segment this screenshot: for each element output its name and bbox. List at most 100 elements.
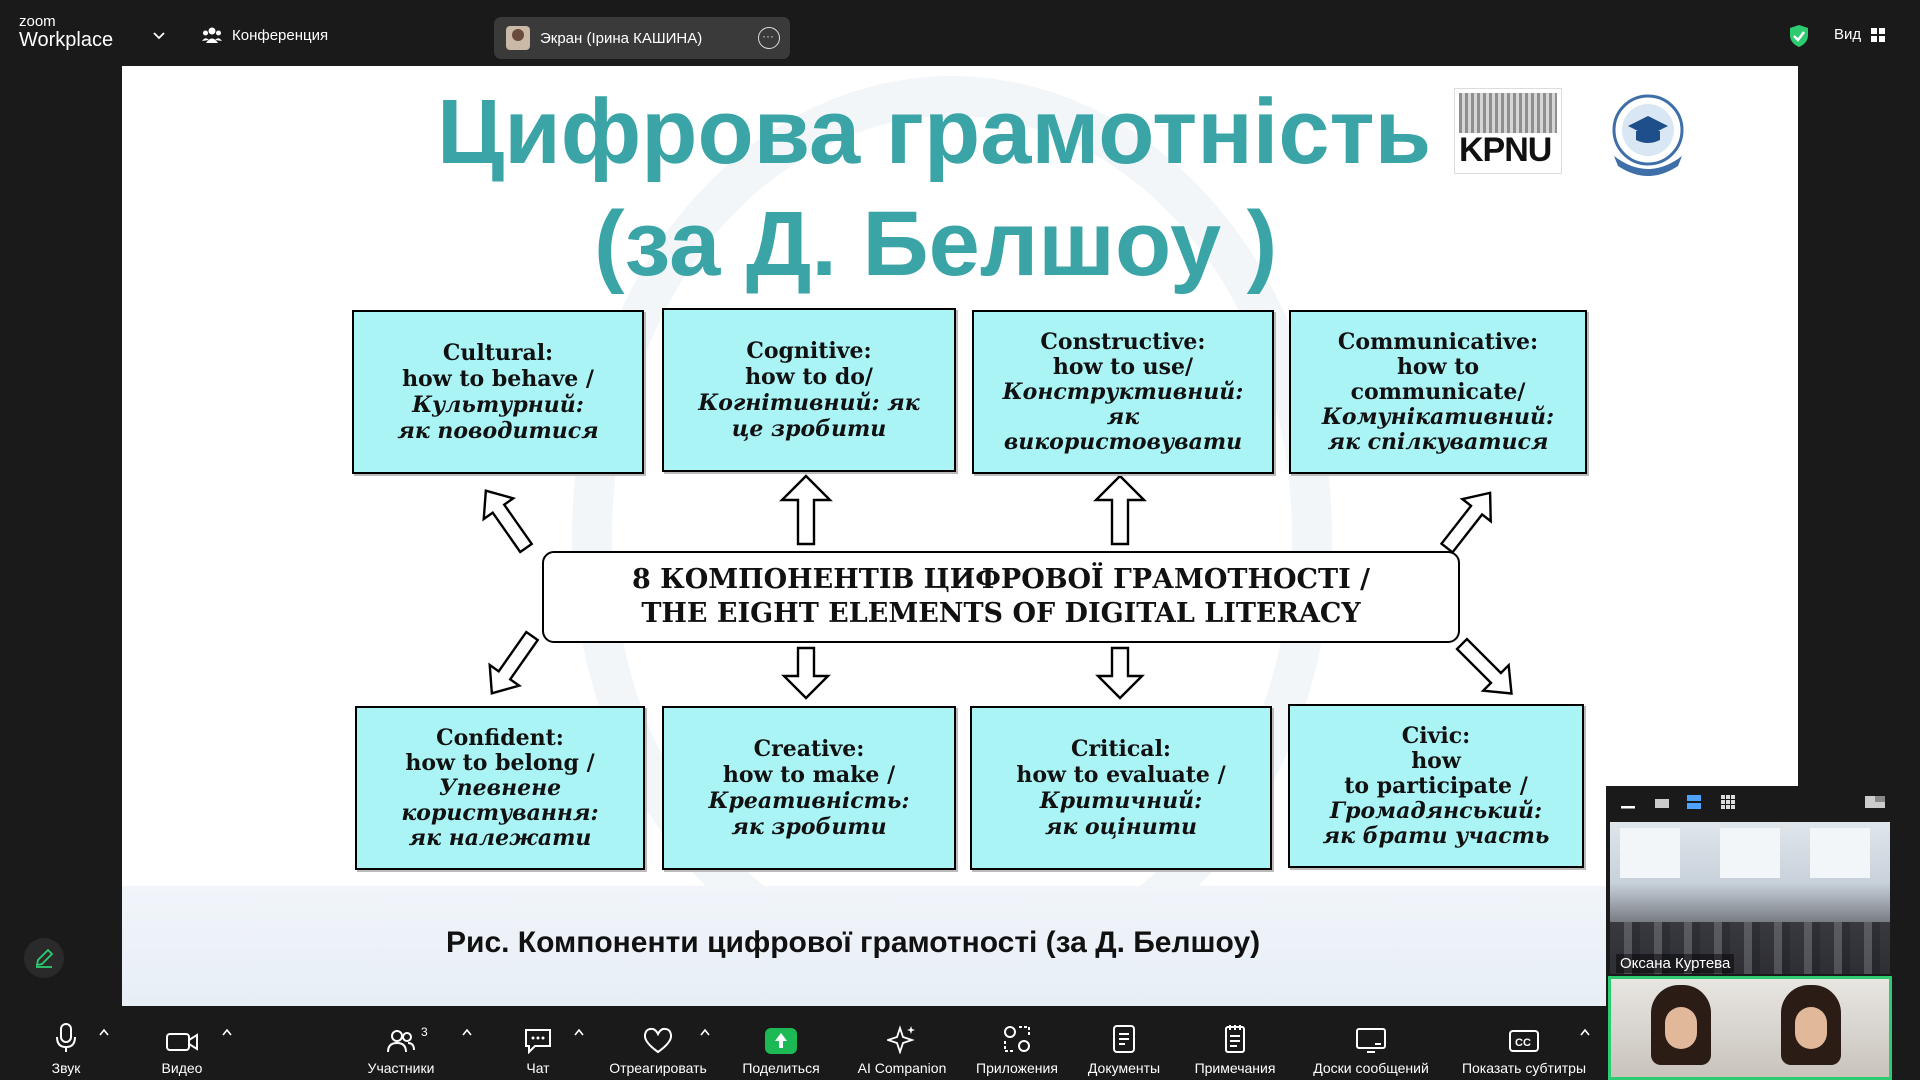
box-en-text: how to make / [722,762,896,788]
view-button[interactable]: Вид [1834,26,1886,43]
pencil-icon [35,948,54,968]
single-view-icon[interactable] [1654,796,1670,810]
chevron-up-icon[interactable] [462,1028,472,1036]
participants-button[interactable]: Участники [360,1006,442,1080]
chevron-down-icon[interactable] [152,28,166,42]
box-ua-title: Упевнене [438,774,562,801]
whiteboard-icon [1356,1028,1386,1053]
window-decoration [1620,828,1680,878]
chat-button[interactable]: Чат [518,1006,558,1080]
central-heading-line1: 8 КОМПОНЕНТІВ ЦИФРОВОЇ ГРАМОТНОСТІ / [631,564,1371,595]
box-en-title: Civic: [1401,722,1471,749]
person-face [1651,985,1711,1065]
box-en-title: Creative: [753,736,865,762]
participants-count: 3 [421,1025,428,1039]
box-en-text-2: communicate/ [1350,378,1526,405]
box-ua-text: як [1106,403,1140,430]
element-box-confident: Confident: how to belong / Упевнене кори… [355,706,645,870]
slide-title-line2: (за Д. Белшоу ) [594,193,1278,295]
react-button[interactable]: Отреагировать [602,1006,714,1080]
video-button[interactable]: Видео [156,1006,208,1080]
minimize-icon[interactable] [1620,796,1636,810]
diagram-arrows [482,474,1513,700]
brand-small: zoom [19,13,56,30]
box-en-text: how to [1396,353,1480,380]
box-en-text: how to use/ [1052,353,1194,380]
closed-captions-icon: CC [1509,1030,1539,1052]
person-face [1781,985,1841,1065]
chevron-up-icon[interactable] [700,1028,710,1036]
captions-button[interactable]: CC Показать субтитры [1456,1006,1592,1080]
ai-companion-button[interactable]: AI Companion [852,1006,952,1080]
screen-share-label: Экран (Ірина КАШИНА) [540,29,703,47]
box-ua-text: як поводитися [397,418,599,444]
participant-video-active-speaker[interactable] [1608,976,1892,1080]
audio-button[interactable]: Звук [40,1006,92,1080]
shared-slide: Цифрова грамотність (за Д. Белшоу ) KPNU [122,66,1798,1006]
annotate-pen-button[interactable] [24,938,64,978]
notes-button[interactable]: Примечания [1188,1006,1282,1080]
video-label: Видео [161,1060,203,1076]
notes-label: Примечания [1194,1060,1276,1076]
central-heading-line2: THE EIGHT ELEMENTS OF DIGITAL LITERACY [641,598,1361,629]
box-en-text: how to behave / [402,366,594,392]
university-seal-icon [1612,94,1684,176]
apps-button[interactable]: Приложения [970,1006,1064,1080]
audience-decoration [1610,922,1890,974]
chat-label: Чат [526,1060,550,1076]
more-options-icon[interactable] [758,27,780,49]
shield-check-icon[interactable] [1788,24,1810,48]
whiteboards-label: Доски сообщений [1313,1060,1429,1076]
slide-footer-band [122,886,1798,1006]
box-ua-title: Громадянський: [1329,797,1543,824]
box-en-title: Cognitive: [746,338,872,364]
share-label: Поделиться [742,1060,820,1076]
kpnu-logo-text: KPNU [1459,131,1552,169]
box-ua-text-2: як належати [408,824,592,851]
chevron-up-icon[interactable] [574,1028,584,1036]
speaker-view-icon[interactable] [1686,794,1702,810]
chevron-up-icon[interactable] [222,1028,232,1036]
meeting-info-button[interactable]: Конференция [202,26,328,44]
box-ua-title: Комунікативний: [1321,403,1555,430]
box-ua-text: як оцінити [1044,814,1198,840]
box-ua-text: як спілкуватися [1327,428,1549,455]
chat-icon [525,1029,551,1054]
box-en-title: Communicative: [1337,328,1539,355]
participant-video-room[interactable] [1610,822,1890,974]
zoom-workplace-logo[interactable]: zoom Workplace [19,14,113,50]
share-button[interactable]: Поделиться [734,1006,828,1080]
document-icon [1113,1025,1135,1053]
whiteboards-button[interactable]: Доски сообщений [1306,1006,1436,1080]
video-panel-controls [1606,786,1898,820]
gallery-view-icon[interactable] [1720,794,1736,810]
documents-label: Документы [1087,1060,1161,1076]
captions-label: Показать субтитры [1461,1060,1587,1076]
element-box-civic: Civic: how to participate / Громадянськи… [1288,704,1584,868]
element-box-critical: Critical: how to evaluate / Критичний: я… [970,706,1272,870]
participants-icon [387,1030,415,1053]
microphone-icon [56,1023,76,1052]
kpnu-logo: KPNU [1454,88,1562,174]
element-box-communicative: Communicative: how to communicate/ Комун… [1289,310,1587,474]
screen-share-indicator[interactable]: Экран (Ірина КАШИНА) [494,17,790,59]
pop-out-icon[interactable] [1864,794,1886,810]
box-ua-title: Когнітивний: як [698,390,920,416]
sparkle-icon [887,1025,915,1054]
ai-companion-label: AI Companion [857,1060,947,1076]
notes-icon [1225,1025,1245,1053]
box-en-title: Constructive: [1040,328,1206,355]
grid-view-icon [1871,27,1886,42]
box-en-text: how [1411,747,1461,774]
box-ua-title: Культурний: [412,392,584,418]
view-label: Вид [1834,26,1862,43]
svg-text:CC: CC [1515,1037,1531,1049]
element-box-creative: Creative: how to make / Креативність: як… [662,706,956,870]
chevron-up-icon[interactable] [99,1028,109,1036]
chevron-up-icon[interactable] [1580,1028,1590,1036]
documents-button[interactable]: Документы [1082,1006,1166,1080]
meeting-label: Конференция [232,26,329,44]
box-en-text: how to do/ [745,364,873,390]
window-decoration [1720,828,1780,878]
top-bar: zoom Workplace Конференция Экран (Ірина … [0,0,1920,66]
